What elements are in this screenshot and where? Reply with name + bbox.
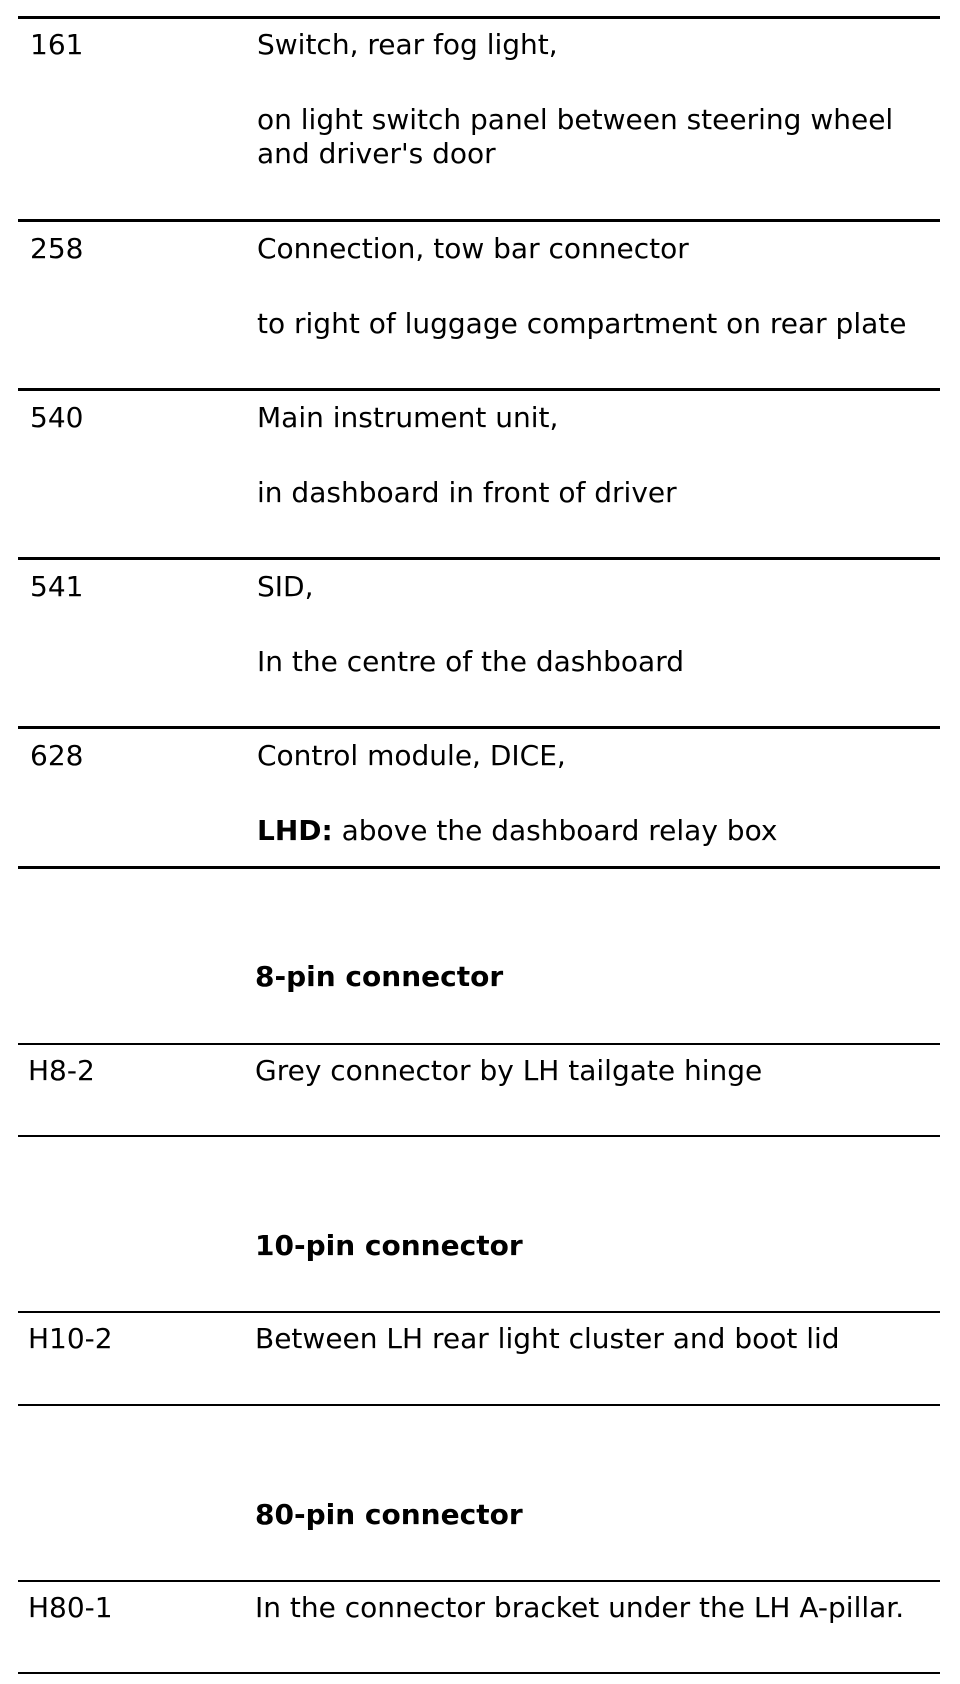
component-location: In the centre of the dashboard: [257, 645, 684, 678]
row-divider: [18, 1043, 940, 1045]
component-name: Connection, tow bar connector: [257, 232, 689, 265]
connector-code: H80-1: [28, 1591, 113, 1624]
component-code: 628: [30, 739, 84, 772]
row-divider: [18, 726, 940, 729]
component-code: 161: [30, 28, 84, 61]
component-name: Switch, rear fog light,: [257, 28, 558, 61]
row-divider: [18, 1404, 940, 1406]
connector-group-heading: 8-pin connector: [255, 960, 504, 993]
component-location: on light switch panel between steering w…: [257, 103, 894, 170]
component-name: Main instrument unit,: [257, 401, 559, 434]
connector-location: Between LH rear light cluster and boot l…: [255, 1322, 840, 1355]
component-name: SID,: [257, 570, 314, 603]
row-divider: [18, 1672, 940, 1674]
row-divider: [18, 557, 940, 560]
component-code: 258: [30, 232, 84, 265]
table-top-rule: [18, 16, 940, 19]
connector-location: Grey connector by LH tailgate hinge: [255, 1054, 763, 1087]
row-divider: [18, 1580, 940, 1582]
component-location: to right of luggage compartment on rear …: [257, 307, 907, 340]
component-location: above the dashboard relay box: [341, 814, 778, 847]
component-code: 541: [30, 570, 84, 603]
connector-code: H8-2: [28, 1054, 95, 1087]
component-location-row: LHD: above the dashboard relay box: [257, 814, 917, 848]
row-divider: [18, 1135, 940, 1137]
component-code: 540: [30, 401, 84, 434]
connector-group-heading: 10-pin connector: [255, 1229, 523, 1262]
connector-location: In the connector bracket under the LH A-…: [255, 1591, 905, 1624]
lhd-label: LHD:: [257, 814, 333, 847]
row-divider: [18, 1311, 940, 1313]
component-location: in dashboard in front of driver: [257, 476, 677, 509]
connector-group-heading: 80-pin connector: [255, 1498, 523, 1531]
connector-code: H10-2: [28, 1322, 113, 1355]
row-divider: [18, 219, 940, 222]
table-bottom-rule: [18, 866, 940, 869]
row-divider: [18, 388, 940, 391]
component-name: Control module, DICE,: [257, 739, 566, 772]
